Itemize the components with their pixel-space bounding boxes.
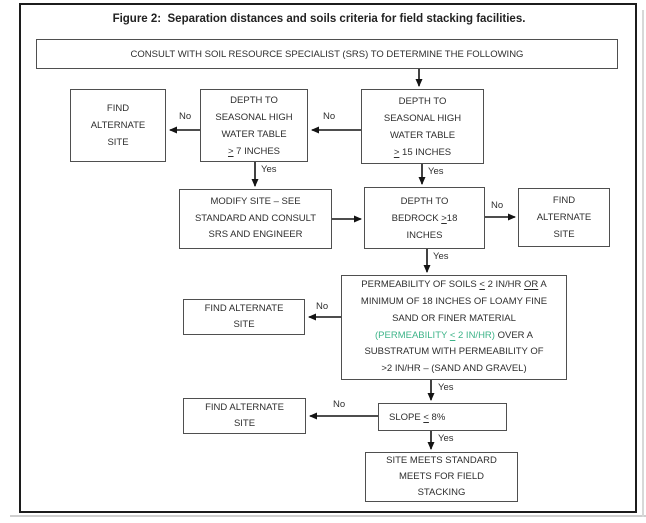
- label-yes-permeability: Yes: [438, 382, 454, 393]
- figure-frame: [19, 3, 637, 513]
- label-no-permeability: No: [316, 301, 329, 312]
- label-yes-water15: Yes: [428, 166, 444, 177]
- label-no-slope: No: [333, 399, 346, 410]
- label-yes-slope: Yes: [438, 433, 454, 444]
- page-shadow-bottom: [10, 515, 646, 517]
- label-no-water7: No: [179, 111, 192, 122]
- flow-box-consult-srs: CONSULT WITH SOIL RESOURCE SPECIALIST (S…: [36, 39, 618, 69]
- label-yes-bedrock: Yes: [433, 251, 449, 262]
- label-no-bedrock: No: [491, 200, 504, 211]
- page-shadow-right: [642, 10, 644, 517]
- figure-title: Figure 2: Separation distances and soils…: [112, 13, 526, 25]
- label-no-water15: No: [323, 111, 336, 122]
- flow-box-slope: SLOPE < 8%: [378, 403, 507, 431]
- label-yes-water7: Yes: [261, 164, 277, 175]
